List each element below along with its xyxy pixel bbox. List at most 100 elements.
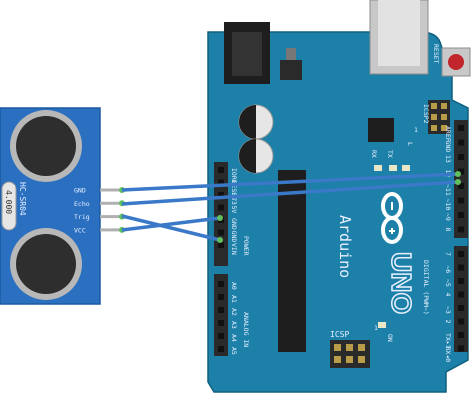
power-pin-label: GND — [230, 231, 238, 243]
analog-socket — [218, 294, 224, 300]
uno-label: UNO — [386, 252, 417, 314]
digital-pin-label: ~5 — [444, 279, 452, 287]
power-pin-label: GND — [230, 218, 238, 230]
power-socket — [218, 192, 224, 198]
digital-pin-label: ~6 — [444, 266, 452, 274]
analog-header-label: ANALOG IN — [242, 312, 250, 347]
power-pin-label: 3V3 — [230, 193, 238, 205]
top-pin-label: AREF — [444, 126, 452, 142]
analog-socket — [218, 281, 224, 287]
digital-pin-label: 2 — [444, 320, 452, 324]
digital-socket — [458, 278, 464, 284]
digital-header-bottom — [454, 246, 468, 352]
digital-socket — [458, 318, 464, 325]
digital-pin-label: 4 — [444, 293, 452, 297]
digital-socket — [458, 264, 464, 271]
top-socket — [458, 154, 464, 160]
top-pin-label: ~11 — [444, 184, 452, 196]
wire-endpoint — [455, 179, 461, 185]
tx-label: TX — [386, 150, 394, 158]
top-socket — [458, 168, 464, 175]
icsp-label: ICSP — [330, 330, 349, 339]
tx-led — [389, 165, 397, 171]
analog-socket — [218, 346, 224, 352]
power-socket — [218, 204, 224, 211]
analog-pin-label: A5 — [230, 347, 238, 355]
power-pin-label: RESET — [230, 181, 238, 201]
power-socket — [218, 242, 224, 248]
power-socket — [218, 179, 224, 186]
arduino-brand: Arduino — [336, 215, 354, 278]
voltage-regulator — [280, 60, 302, 80]
digital-socket — [458, 305, 464, 311]
capacitors — [238, 104, 274, 174]
microcontroller — [278, 170, 306, 352]
power-pin-label: 5V — [230, 206, 238, 214]
icsp2-num: 1 — [414, 126, 418, 134]
top-socket — [458, 125, 464, 131]
digital-header-top — [454, 120, 468, 238]
sensor-pin — [100, 215, 122, 219]
sensor-pin-label: GND — [74, 187, 86, 195]
sensor-pin — [100, 228, 122, 232]
wire-endpoint — [217, 215, 223, 221]
analog-socket — [218, 307, 224, 313]
analog-socket — [218, 320, 224, 326]
power-pin-label: IOREF — [230, 168, 238, 188]
rx-label: RX — [370, 150, 378, 158]
l-led — [402, 165, 410, 171]
digital-socket — [458, 332, 464, 338]
top-pin-label: GND — [444, 141, 452, 153]
transducer-bottom — [10, 228, 82, 300]
sensor-pin-label: Echo — [74, 200, 90, 208]
top-socket — [458, 183, 464, 189]
wire-endpoint — [455, 171, 461, 177]
digital-socket — [458, 291, 464, 298]
wire-trig — [121, 214, 221, 242]
usb-chip — [368, 118, 394, 142]
top-socket — [458, 197, 464, 204]
top-pin-label: ~10 — [444, 199, 452, 211]
icsp-header — [330, 340, 370, 368]
digital-socket — [458, 251, 464, 257]
digital-pin-label: TX▸1 — [444, 333, 452, 349]
power-socket — [218, 229, 224, 236]
sensor-pin — [100, 188, 122, 192]
sensor-pin — [100, 201, 122, 205]
wire-echo — [121, 180, 459, 206]
power-socket — [218, 167, 224, 173]
crystal-label: 4.000 — [4, 190, 13, 214]
icsp2-label: ICSP2 — [422, 104, 430, 124]
analog-pin-label: A1 — [230, 295, 238, 303]
icsp-num: 1 — [374, 324, 378, 332]
rx-led — [374, 165, 382, 171]
analog-pin-label: A4 — [230, 334, 238, 342]
crystal-oscillator: 4.000 — [1, 181, 17, 231]
wire-gnd — [121, 172, 459, 192]
arduino-logo — [381, 192, 403, 244]
top-socket — [458, 226, 464, 233]
analog-socket — [218, 333, 224, 339]
arduino-board: RESET ICSP2 1 RX TX L — [207, 0, 471, 393]
digital-pin-label: ~3 — [444, 306, 452, 314]
transducer-top — [10, 110, 82, 182]
power-header — [214, 162, 228, 266]
sensor-pin-label: Trig — [74, 213, 90, 221]
top-pin-label: 13 — [444, 155, 452, 163]
power-header-label: POWER — [242, 236, 250, 256]
top-pin-label: 8 — [444, 228, 452, 232]
wire-endpoint — [217, 237, 223, 243]
digital-header-label: DIGITAL (PWM~) — [422, 260, 430, 315]
on-label: ON — [386, 334, 394, 342]
on-led — [378, 322, 386, 328]
power-pin-label: VIN — [230, 243, 238, 255]
top-socket — [458, 139, 464, 146]
wire-vcc — [121, 216, 221, 232]
digital-pin-label: RX◂0 — [444, 347, 452, 363]
analog-pin-label: A2 — [230, 308, 238, 316]
digital-pin-label: 7 — [444, 252, 452, 256]
pin-labels: IOREFRESET3V35VGNDGNDVINA0A1A2A3A4A5AREF… — [230, 126, 452, 362]
